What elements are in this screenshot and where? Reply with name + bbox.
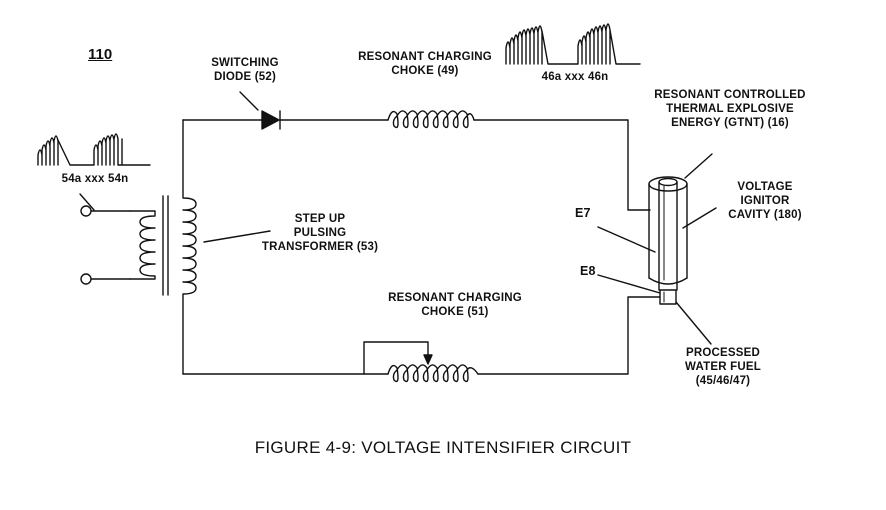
resonant-charging-choke-51-coil [388,365,478,382]
transformer-primary-coil [130,211,155,279]
ignitor-cavity-bottom [649,278,687,284]
processed-water-fuel-label: PROCESSED WATER FUEL (45/46/47) [685,347,761,387]
transformer-leader-line [204,231,270,242]
electrode-e7-label: E7 [575,206,591,220]
thermal-energy-leader-line [685,154,712,178]
wire-bottom-right [478,297,660,374]
electrode-e8-label: E8 [580,264,596,278]
input-terminal-bottom [81,274,91,284]
switching-diode-symbol [262,111,279,129]
resonant-charging-choke-49-label: RESONANT CHARGING CHOKE (49) [358,51,492,77]
wire-top-right [474,120,650,210]
inner-electrode-top [659,179,677,186]
pulse-train-left-label: 54a xxx 54n [61,173,129,185]
figure-reference-number: 110 [88,46,113,63]
transformer-secondary-coil [183,120,196,374]
resonant-charging-choke-51-label: RESONANT CHARGING CHOKE (51) [388,292,522,318]
e8-leader-line [598,275,660,293]
figure-caption: FIGURE 4-9: VOLTAGE INTENSIFIER CIRCUIT [254,438,632,457]
pulse-train-top-waveform [506,24,640,64]
electrode-e8-stub [660,290,676,304]
diode-leader-line [240,92,258,110]
variable-tap-arrow [424,355,432,364]
pulse-train-top-label: 46a xxx 46n [541,71,609,83]
input-terminal-top [81,206,91,216]
pulse-train-left-waveform [38,134,150,165]
thermal-explosive-energy-label: RESONANT CONTROLLED THERMAL EXPLOSIVE EN… [654,89,806,129]
e7-leader-line [598,227,655,252]
water-fuel-leader-line [676,302,711,344]
cavity-leader-line [683,208,716,228]
step-up-transformer-label: STEP UP PULSING TRANSFORMER (53) [261,213,379,253]
voltage-ignitor-cavity-label: VOLTAGE IGNITOR CAVITY (180) [728,181,802,221]
variable-tap-wire [364,342,428,374]
resonant-charging-choke-49-coil [388,111,474,128]
input-leader-line [80,194,94,210]
switching-diode-label: SWITCHING DIODE (52) [211,57,279,83]
